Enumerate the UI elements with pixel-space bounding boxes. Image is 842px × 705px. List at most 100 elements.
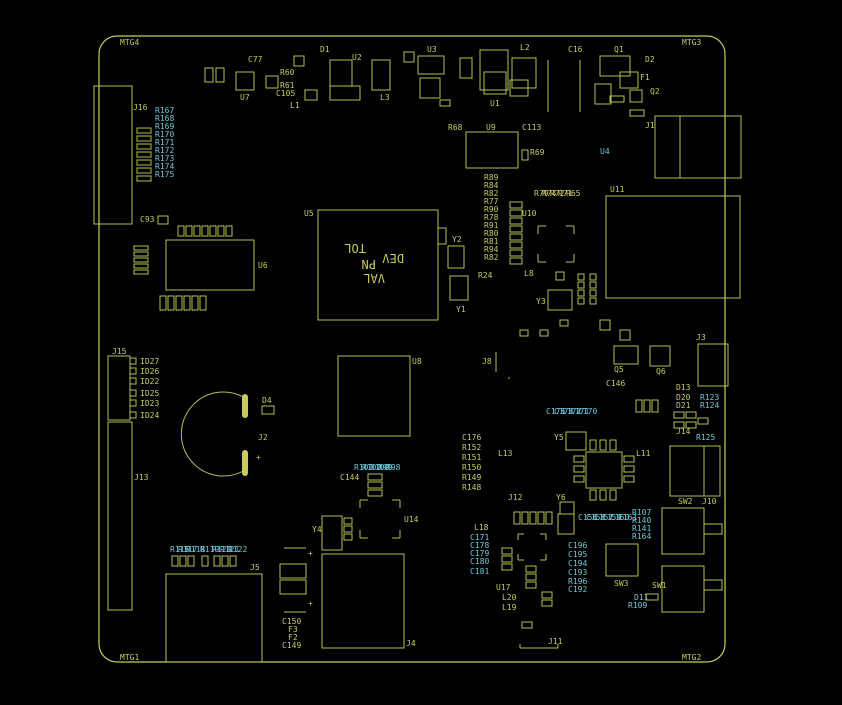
- u11-label: U11: [610, 185, 625, 194]
- r-col-7: R174: [155, 162, 174, 171]
- r-mid-8: R81: [484, 237, 499, 246]
- j15-label: J15: [112, 347, 127, 356]
- r-right-2: R72: [550, 189, 565, 198]
- c-left-2: C179: [470, 549, 489, 558]
- c105-label: C105: [276, 89, 295, 98]
- board-outline: [98, 35, 726, 663]
- l8-label: L8: [524, 269, 534, 278]
- c2-part: [329, 85, 361, 101]
- j16-resistor-labels: R167 R168 R169 R170 R171 R172 R173 R174 …: [155, 106, 174, 179]
- u5-chip: [317, 209, 439, 321]
- c105-part: [265, 75, 279, 89]
- r69-label: R69: [530, 148, 545, 157]
- right-resistor-labels: R79 R74 R72 R71 R65: [534, 189, 581, 198]
- c-pcie-3: R150: [462, 463, 481, 472]
- c150-label: C150: [282, 617, 301, 626]
- l2-label: L2: [520, 43, 530, 52]
- r-mid-5: R78: [484, 213, 499, 222]
- y6-crystal: [559, 501, 575, 515]
- j15-connector: [107, 355, 131, 421]
- c-left-labels: C171 C178 C179 C180 C181: [470, 533, 489, 576]
- r-bl-1: R102: [362, 463, 381, 472]
- j13-label: J13: [134, 473, 149, 482]
- c3-part: [509, 79, 529, 97]
- j5-connector: [165, 573, 263, 663]
- y5-crystal: [565, 431, 587, 451]
- u8-label: U8: [412, 357, 422, 366]
- d11-label: D11: [634, 593, 649, 602]
- j5-resistor-pads: [171, 555, 237, 567]
- r-bl-3: R99: [378, 463, 393, 472]
- u5-label: U5: [304, 209, 314, 218]
- c-right-4: C170: [578, 407, 597, 416]
- r-col-5: R172: [155, 146, 174, 155]
- u11-chip: [605, 195, 741, 299]
- mtg3-label: MTG3: [682, 38, 701, 47]
- marking-dev: DEV: [382, 251, 404, 265]
- c91-part: [215, 67, 225, 83]
- sw-resistor-labels: R107 R140 R141 R164: [632, 508, 651, 541]
- j4-connector: [321, 553, 405, 649]
- d11-part: [645, 593, 659, 601]
- f2-label: F2: [288, 633, 298, 642]
- r-col-4: R171: [155, 138, 174, 147]
- c-low-3: C159: [602, 513, 621, 522]
- u3-label: U3: [427, 45, 437, 54]
- r-low-1: R117: [178, 545, 197, 554]
- r60-label: R60: [280, 68, 295, 77]
- c-left-1: C178: [470, 541, 489, 550]
- r24-label: R24: [478, 271, 493, 280]
- r-low-4: R120: [212, 545, 231, 554]
- u2-label: U2: [352, 53, 362, 62]
- battery-pad-top: [242, 394, 248, 418]
- c-low-1: C158: [586, 513, 605, 522]
- r-low-6: R122: [228, 545, 247, 554]
- d20-label: D20: [676, 393, 691, 402]
- u6-left-pads: [133, 245, 149, 275]
- c-right-3: C171: [570, 407, 589, 416]
- c77-label: C77: [248, 55, 263, 64]
- f1-label: F1: [640, 73, 650, 82]
- r-low-3: R119: [200, 545, 219, 554]
- u14-pads: [343, 473, 383, 541]
- q5-label: Q5: [614, 365, 624, 374]
- j16-label: J16: [133, 103, 148, 112]
- u17-pads: [501, 547, 553, 629]
- led-labels: ID27 ID26 ID22 ID25 ID23 ID24: [140, 357, 159, 420]
- r-col-6: R173: [155, 154, 174, 163]
- c-low-2: C157: [594, 513, 613, 522]
- c-grid-2: C194: [568, 559, 587, 568]
- u9-label: U9: [486, 123, 496, 132]
- r-right-4: R65: [566, 189, 581, 198]
- r124-label: R124: [700, 401, 719, 410]
- c5-part: [479, 49, 509, 91]
- c-grid-0: C196: [568, 541, 587, 550]
- u6-chip: [165, 239, 255, 291]
- small-pad-row: [635, 399, 659, 413]
- led-2: ID22: [140, 377, 159, 386]
- r-mid-0: R89: [484, 173, 499, 182]
- r-sw-3: R164: [632, 532, 651, 541]
- j3-label: J3: [696, 333, 706, 342]
- y3-side-pads: [555, 271, 597, 305]
- c-left-3: C180: [470, 557, 489, 566]
- r-sw-1: R140: [632, 516, 651, 525]
- sw2-label: SW2: [678, 497, 693, 506]
- j8-label: J8: [482, 357, 492, 366]
- l1-part: [304, 89, 318, 101]
- y2-label: Y2: [452, 235, 462, 244]
- q6-part: [649, 345, 671, 367]
- q1-label: Q1: [614, 45, 624, 54]
- d4-part: [261, 405, 275, 415]
- c93-part: [157, 215, 169, 225]
- j11-outline: [519, 644, 559, 649]
- f3-label: F3: [288, 625, 298, 634]
- u10-label: U10: [522, 209, 537, 218]
- u14-label: U14: [404, 515, 419, 524]
- r1-part: [459, 57, 473, 79]
- d2-label: D2: [645, 55, 655, 64]
- y2-crystal: [447, 245, 465, 269]
- c93-label: C93: [140, 215, 155, 224]
- marking-val: VAL: [363, 271, 385, 285]
